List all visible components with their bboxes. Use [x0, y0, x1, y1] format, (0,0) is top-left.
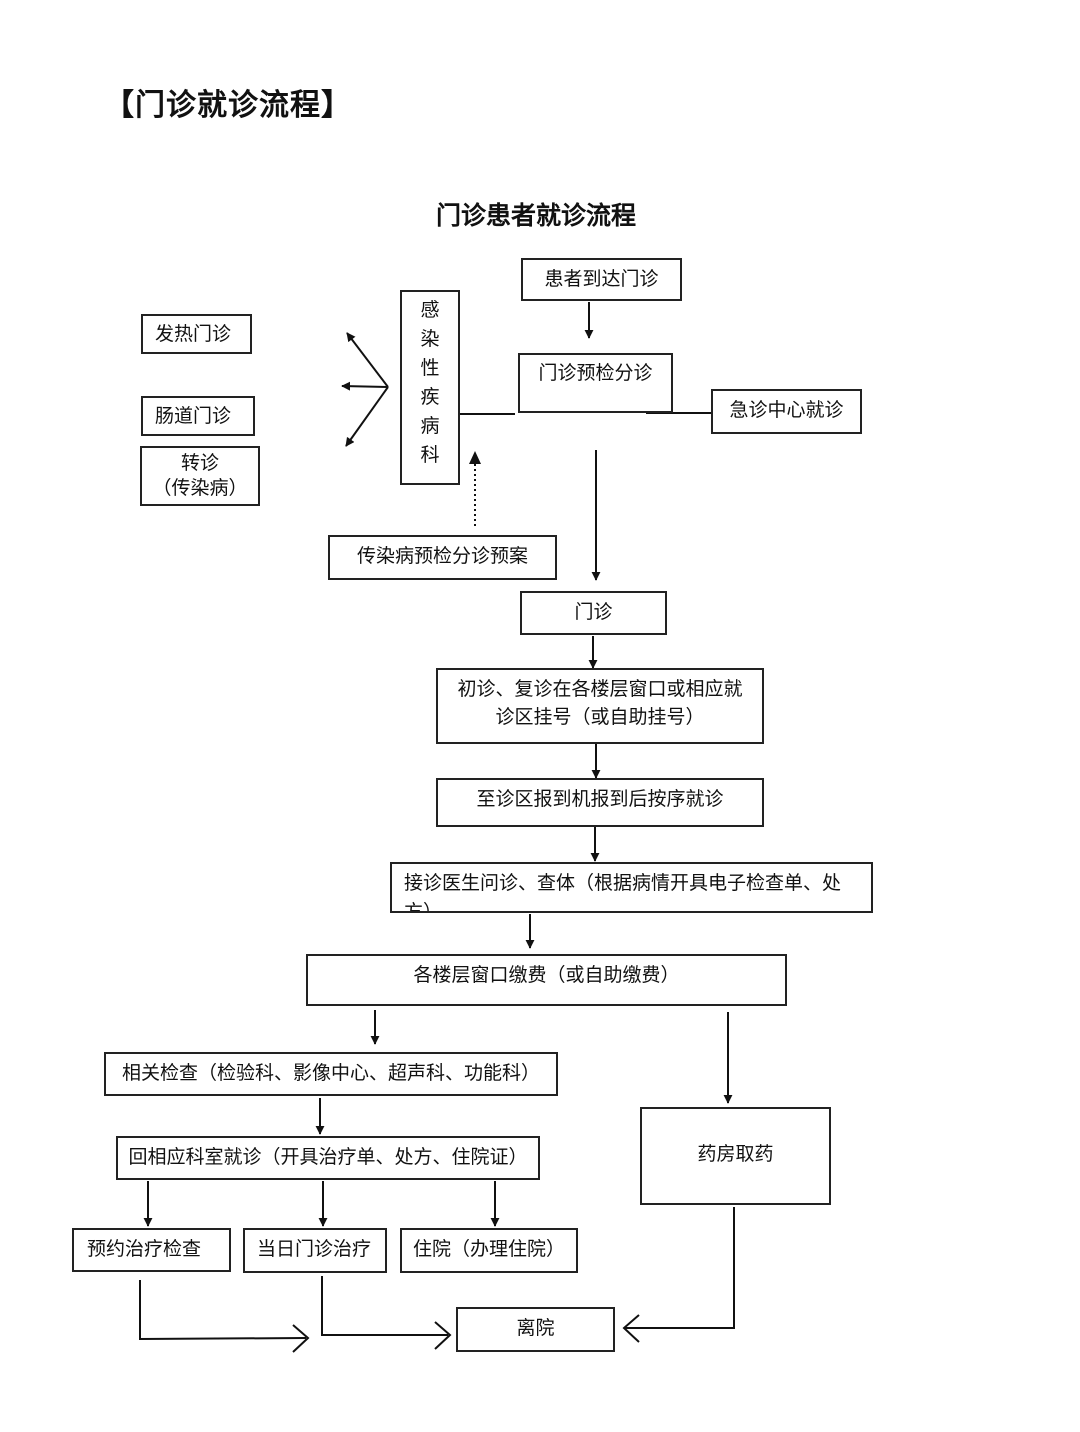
box-infectious-plan: 传染病预检分诊预案: [328, 535, 557, 580]
page-heading: 【门诊就诊流程】: [104, 88, 352, 123]
text-infectious-char: 科: [420, 444, 440, 466]
text-intestinal-clinic: 肠道门诊: [155, 405, 232, 427]
box-pharmacy: 药房取药: [640, 1107, 831, 1205]
box-arrive-clinic: 患者到达门诊: [521, 258, 682, 301]
chevron-leave-1: [292, 1324, 310, 1353]
text-registration-line1: 初诊、复诊在各楼层窗口或相应就: [457, 678, 743, 700]
arrow-to-fever-clinic: [346, 332, 389, 388]
text-infectious-char: 感: [420, 299, 440, 321]
text-registration-line2: 诊区挂号（或自助挂号）: [495, 706, 705, 728]
box-checkin: 至诊区报到机报到后按序就诊: [436, 778, 764, 827]
text-emergency-center: 急诊中心就诊: [729, 399, 844, 421]
text-infectious-char: 性: [420, 357, 440, 379]
text-same-day-treatment: 当日门诊治疗: [257, 1238, 372, 1260]
arrow-to-intestinal-clinic: [341, 381, 389, 391]
box-fever-clinic: 发热门诊: [141, 314, 252, 354]
text-infectious-char: 病: [420, 415, 440, 437]
box-leave-hospital: 离院: [456, 1307, 615, 1352]
box-consultation: 接诊医生问诊、查体（根据病情开具电子检查单、处方）: [390, 862, 873, 913]
text-infectious-plan: 传染病预检分诊预案: [356, 545, 528, 567]
line-pharmacy-to-leave: [625, 1207, 735, 1329]
text-hospitalization: 住院（办理住院）: [412, 1238, 565, 1260]
arrowhead-plan-to-infectious: [469, 451, 481, 464]
text-leave-hospital: 离院: [516, 1317, 555, 1339]
box-payment: 各楼层窗口缴费（或自助缴费）: [306, 954, 787, 1006]
chevron-leave-2: [434, 1321, 452, 1350]
text-consultation: 接诊医生问诊、查体（根据病情开具电子检查单、处方）: [404, 872, 842, 913]
diagram-title: 门诊患者就诊流程: [435, 201, 636, 230]
text-arrive-clinic: 患者到达门诊: [544, 268, 659, 290]
text-transfer-line2: （传染病）: [152, 477, 248, 499]
text-pharmacy: 药房取药: [697, 1143, 774, 1165]
text-infectious-char: 染: [420, 328, 440, 350]
box-infectious-dept: 感 染 性 疾 病 科: [400, 290, 460, 485]
line-sameday-to-leave: [321, 1276, 448, 1336]
box-registration: 初诊、复诊在各楼层窗口或相应就 诊区挂号（或自助挂号）: [436, 668, 764, 744]
box-transfer: 转诊 （传染病）: [140, 446, 260, 506]
text-triage: 门诊预检分诊: [538, 362, 653, 384]
box-exams: 相关检查（检验科、影像中心、超声科、功能科）: [104, 1052, 558, 1096]
text-fever-clinic: 发热门诊: [155, 323, 232, 345]
text-checkin: 至诊区报到机报到后按序就诊: [476, 788, 724, 810]
box-intestinal-clinic: 肠道门诊: [141, 396, 255, 436]
box-emergency-center: 急诊中心就诊: [711, 389, 862, 434]
text-return-visit: 回相应科室就诊（开具治疗单、处方、住院证）: [128, 1146, 528, 1168]
line-appointment-to-leave: [139, 1280, 307, 1341]
text-outpatient: 门诊: [574, 601, 613, 623]
box-hospitalization: 住院（办理住院）: [400, 1228, 578, 1273]
box-same-day-treatment: 当日门诊治疗: [243, 1228, 387, 1273]
box-triage: 门诊预检分诊: [518, 353, 673, 413]
text-appointment: 预约治疗检查: [87, 1238, 202, 1260]
chevron-leave-3: [622, 1314, 640, 1343]
box-appointment: 预约治疗检查: [72, 1228, 231, 1272]
text-exams: 相关检查（检验科、影像中心、超声科、功能科）: [121, 1062, 540, 1084]
box-return-visit: 回相应科室就诊（开具治疗单、处方、住院证）: [116, 1136, 540, 1180]
box-outpatient: 门诊: [520, 591, 667, 635]
text-transfer-line1: 转诊: [180, 452, 219, 474]
text-infectious-char: 疾: [420, 386, 440, 408]
arrow-to-transfer: [345, 386, 389, 447]
text-payment: 各楼层窗口缴费（或自助缴费）: [413, 964, 680, 986]
